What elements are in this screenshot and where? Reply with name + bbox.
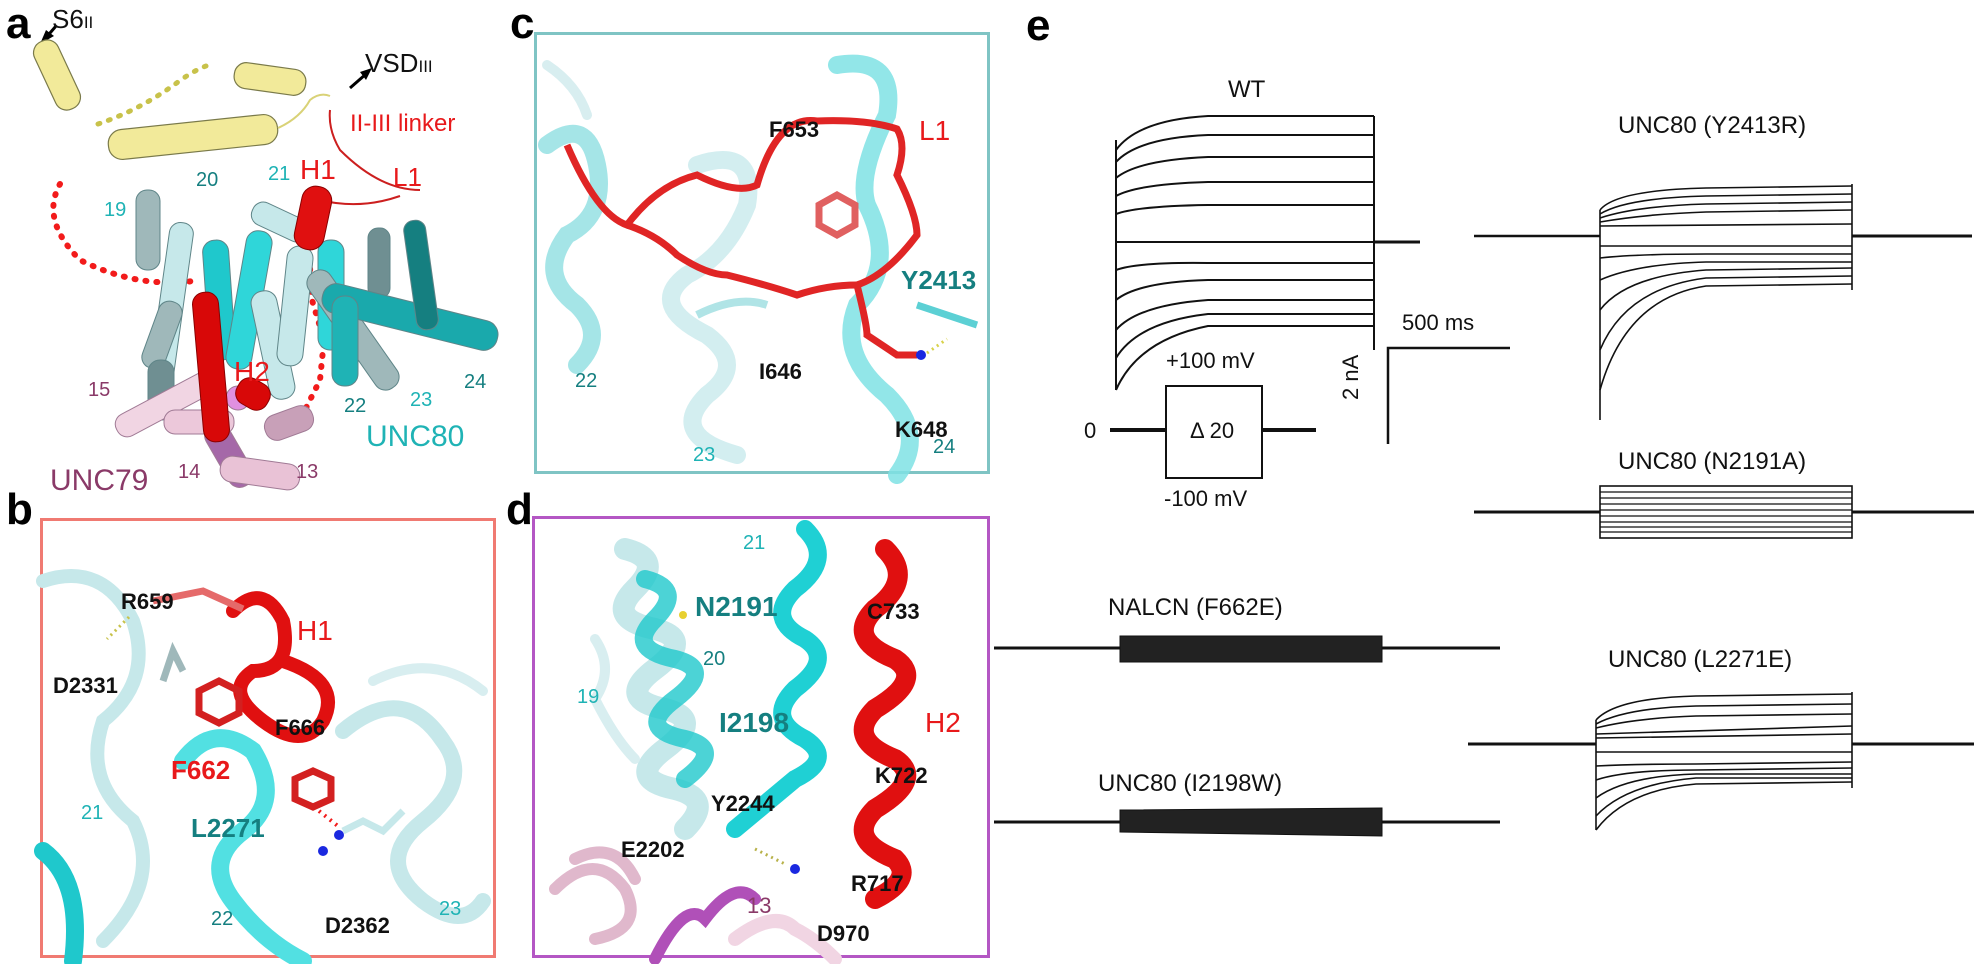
helix-label-22: 22	[211, 908, 234, 930]
panel-letter-a: a	[6, 0, 31, 48]
vsd-subscript: III	[418, 57, 433, 76]
residue-r717: R717	[851, 871, 904, 896]
scale-bar-current-label: 2 nA	[1338, 354, 1363, 400]
panel-letter-b: b	[6, 485, 33, 534]
trace-wt	[1115, 115, 1420, 391]
residue-f653: F653	[769, 117, 820, 142]
trace-title-wt: WT	[1228, 76, 1266, 103]
vsd-label: VSDIII	[365, 50, 433, 76]
panel-d-frame: 21 N2191 C733 20 19 I2198 H2 K722 Y2244 …	[532, 516, 990, 964]
trace-title-f662e: NALCN (F662E)	[1108, 594, 1283, 621]
residue-d2362: D2362	[325, 913, 390, 938]
residue-d2331: D2331	[53, 673, 118, 698]
trace-title-y2413r: UNC80 (Y2413R)	[1618, 112, 1807, 139]
helix-label-23: 23	[410, 389, 433, 411]
residue-l2271: L2271	[191, 813, 265, 843]
residue-k648: K648	[895, 417, 948, 442]
protocol-step-label: Δ 20	[1190, 418, 1235, 443]
panel-c-frame: F653 L1 Y2413 I646 22 K648 23 24	[534, 32, 990, 484]
panel-c-structure	[538, 54, 979, 484]
residue-e2202: E2202	[621, 837, 685, 862]
residue-k722: K722	[875, 763, 928, 788]
helix-h2-label: H2	[925, 707, 961, 738]
helix-label-21: 21	[268, 163, 291, 185]
vsd-text: VSD	[365, 48, 419, 78]
voltage-protocol	[1110, 385, 1316, 479]
scale-bar	[1386, 346, 1510, 444]
helix-label-20: 20	[196, 169, 219, 191]
residue-n2191: N2191	[695, 591, 778, 622]
trace-title-i2198w: UNC80 (I2198W)	[1098, 770, 1283, 797]
panel-a: a	[0, 0, 520, 500]
s6-text: S6	[52, 4, 84, 34]
residue-y2244: Y2244	[711, 791, 775, 816]
protocol-hold-label: 0	[1084, 418, 1097, 443]
h1-label: H1	[300, 154, 336, 185]
trace-f662e	[994, 635, 1500, 663]
helix-label-19: 19	[104, 199, 127, 221]
panel-letter-d: d	[506, 485, 533, 534]
helix-label-23: 23	[439, 898, 462, 920]
s6-label: S6II	[52, 6, 93, 32]
helix-label-19: 19	[577, 686, 600, 708]
helix-label-21: 21	[743, 532, 766, 554]
protocol-bottom-label: -100 mV	[1164, 486, 1248, 511]
panel-a-structure	[32, 25, 499, 491]
helix-label-24: 24	[933, 436, 956, 458]
panel-b-structure	[34, 569, 491, 964]
residue-f666: F666	[275, 715, 326, 740]
helix-label-23: 23	[693, 444, 716, 466]
l1-label: L1	[393, 162, 422, 192]
trace-title-n2191a: UNC80 (N2191A)	[1618, 448, 1807, 475]
unc79-label: UNC79	[50, 464, 149, 497]
panel-d-structure	[549, 520, 917, 964]
unc80-label: UNC80	[366, 420, 465, 453]
trace-i2198w	[994, 807, 1500, 837]
panel-b-frame: R659 D2331 H1 F666 F662 21 L2271 22 D236…	[34, 518, 496, 964]
panel-letter-e: e	[1026, 1, 1051, 50]
helix-label-21: 21	[81, 802, 104, 824]
helix-h1-label: H1	[297, 615, 333, 646]
residue-i646: I646	[759, 359, 802, 384]
residue-y2413: Y2413	[901, 265, 977, 295]
residue-f662: F662	[171, 755, 231, 785]
scale-bar-time-label: 500 ms	[1402, 310, 1475, 335]
helix-label-24: 24	[464, 371, 487, 393]
helix-label-13: 13	[296, 461, 319, 483]
helix-label-20: 20	[703, 648, 726, 670]
trace-l2271e	[1468, 692, 1974, 831]
protocol-top-label: +100 mV	[1166, 348, 1255, 373]
helix-label-13: 13	[747, 893, 772, 918]
residue-i2198: I2198	[719, 707, 790, 738]
linker-label: II-III linker	[350, 110, 456, 137]
residue-c733: C733	[867, 599, 920, 624]
helix-label-15: 15	[88, 379, 111, 401]
residue-d970: D970	[817, 921, 870, 946]
h2-label: H2	[234, 356, 270, 387]
helix-label-22: 22	[575, 370, 598, 392]
panel-letter-c: c	[510, 0, 535, 48]
trace-title-l2271e: UNC80 (L2271E)	[1608, 646, 1793, 673]
trace-y2413r	[1474, 184, 1972, 420]
loop-l1-label: L1	[919, 115, 951, 146]
residue-r659: R659	[121, 589, 174, 614]
s6-subscript: II	[83, 13, 94, 32]
helix-label-22: 22	[344, 395, 367, 417]
trace-n2191a	[1474, 485, 1974, 539]
helix-label-14: 14	[178, 461, 201, 483]
